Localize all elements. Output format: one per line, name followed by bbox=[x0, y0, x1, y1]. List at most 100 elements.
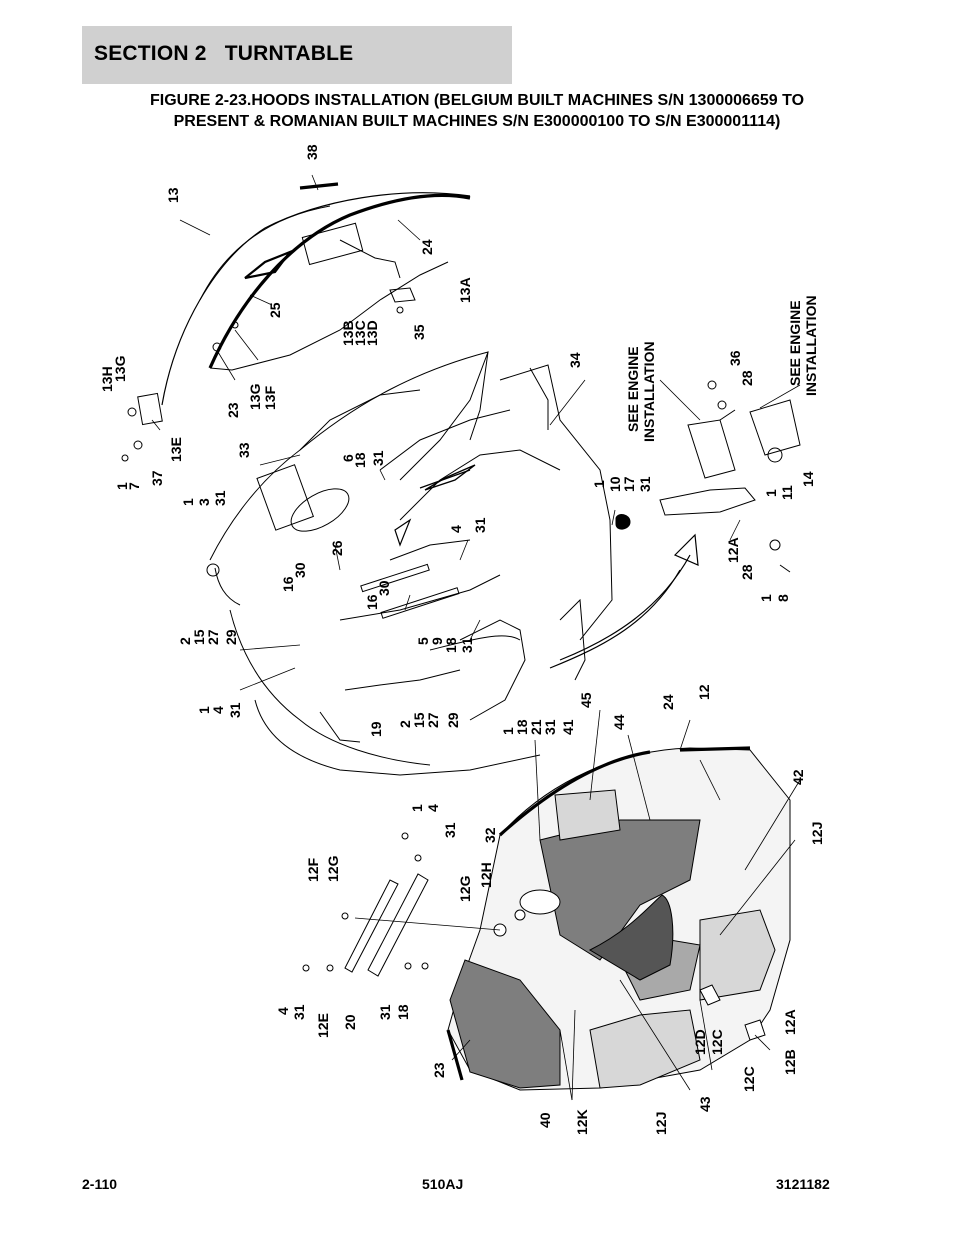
callout-4: 4 bbox=[448, 525, 464, 533]
callout-18-c: 18 bbox=[514, 719, 530, 735]
callout-11: 11 bbox=[779, 485, 795, 500]
callout-14: 14 bbox=[800, 471, 816, 487]
callout-15-b: 15 bbox=[411, 712, 427, 728]
callout-12a: 12A bbox=[725, 537, 741, 563]
callout-12k: 12K bbox=[574, 1109, 590, 1135]
see-engine-left-line2: INSTALLATION bbox=[641, 341, 657, 442]
callout-31-e: 31 bbox=[227, 702, 243, 718]
callout-41: 41 bbox=[560, 719, 576, 735]
callout-31-i: 31 bbox=[291, 1004, 307, 1020]
callout-8: 8 bbox=[775, 594, 791, 602]
callout-31-c: 31 bbox=[472, 517, 488, 533]
callout-36: 36 bbox=[727, 350, 743, 366]
callout-1: 1 bbox=[114, 482, 130, 490]
callout-12h: 12H bbox=[478, 862, 494, 888]
callout-34: 34 bbox=[567, 352, 583, 368]
model-name: 510AJ bbox=[422, 1176, 464, 1192]
callout-4-c: 4 bbox=[425, 804, 441, 812]
callout-13g-b: 13G bbox=[247, 383, 263, 410]
callout-12g-b: 12G bbox=[457, 875, 473, 902]
document-number: 3121182 bbox=[776, 1176, 830, 1192]
section-header: SECTION 2 TURNTABLE bbox=[82, 26, 512, 84]
callout-13c: 13C bbox=[352, 320, 368, 346]
callout-43: 43 bbox=[697, 1096, 713, 1112]
callout-27-b: 27 bbox=[425, 712, 441, 728]
callout-31-h: 31 bbox=[442, 822, 458, 838]
callout-33: 33 bbox=[236, 442, 252, 458]
callout-12e: 12E bbox=[315, 1013, 331, 1038]
callout-5: 5 bbox=[415, 637, 431, 645]
callout-45: 45 bbox=[578, 692, 594, 708]
lower-hood bbox=[447, 747, 791, 1091]
page-number: 2-110 bbox=[82, 1176, 118, 1192]
callout-13f: 13F bbox=[262, 385, 278, 410]
callout-13: 13 bbox=[165, 187, 181, 203]
callout-12a-b: 12A bbox=[782, 1009, 798, 1035]
callout-30: 30 bbox=[292, 562, 308, 578]
callout-28: 28 bbox=[739, 370, 755, 386]
lower-hood-edges bbox=[446, 746, 751, 1081]
callout-4-d: 4 bbox=[275, 1007, 291, 1015]
callout-23: 23 bbox=[225, 402, 241, 418]
callout-42: 42 bbox=[790, 769, 806, 785]
direction-arrow bbox=[549, 533, 699, 669]
callout-13e: 13E bbox=[168, 437, 184, 462]
callout-30-b: 30 bbox=[376, 580, 392, 596]
callout-19: 19 bbox=[368, 721, 384, 737]
callout-12j-b: 12J bbox=[653, 1112, 669, 1135]
callout-13d: 13D bbox=[364, 320, 380, 346]
callout-15: 15 bbox=[191, 629, 207, 645]
callout-31-g: 31 bbox=[637, 476, 653, 492]
callout-1-f: 1 bbox=[763, 489, 779, 497]
callout-40: 40 bbox=[537, 1112, 553, 1128]
callout-32: 32 bbox=[482, 827, 498, 843]
upper-hardware bbox=[121, 287, 416, 462]
callout-6: 6 bbox=[340, 454, 356, 462]
turntable-frame bbox=[206, 351, 631, 776]
callout-12: 12 bbox=[696, 684, 712, 700]
callout-20: 20 bbox=[342, 1014, 358, 1030]
callout-18: 18 bbox=[352, 452, 368, 468]
right-hardware bbox=[659, 380, 801, 573]
callout-28-b: 28 bbox=[739, 564, 755, 580]
callout-29: 29 bbox=[223, 629, 239, 645]
callout-31-d: 31 bbox=[459, 637, 475, 653]
callout-1-d: 1 bbox=[500, 727, 516, 735]
callout-12j: 12J bbox=[809, 822, 825, 845]
callout-29-b: 29 bbox=[445, 712, 461, 728]
callout-24-b: 24 bbox=[660, 694, 676, 710]
see-engine-right-line1: SEE ENGINE bbox=[787, 300, 803, 386]
section-title: SECTION 2 TURNTABLE bbox=[94, 42, 354, 65]
callout-26: 26 bbox=[329, 540, 345, 556]
callout-44: 44 bbox=[611, 714, 627, 730]
callout-3: 3 bbox=[196, 498, 212, 506]
callout-12b: 12B bbox=[782, 1049, 798, 1075]
callout-12d: 12D bbox=[692, 1029, 708, 1055]
callout-2-b: 2 bbox=[397, 720, 413, 728]
callout-31-f: 31 bbox=[542, 719, 558, 735]
callout-9: 9 bbox=[429, 637, 445, 645]
callout-17: 17 bbox=[621, 476, 637, 492]
callout-13a: 13A bbox=[457, 277, 473, 303]
callout-7: 7 bbox=[126, 482, 142, 490]
callout-23-b: 23 bbox=[431, 1062, 447, 1078]
callout-1-e: 1 bbox=[591, 480, 607, 488]
callout-12f: 12F bbox=[305, 857, 321, 882]
callout-38: 38 bbox=[304, 144, 320, 160]
callout-31: 31 bbox=[370, 450, 386, 466]
callout-31-b: 31 bbox=[212, 490, 228, 506]
see-engine-left-line1: SEE ENGINE bbox=[625, 346, 641, 432]
callout-31-j: 31 bbox=[377, 1004, 393, 1020]
callout-4-b: 4 bbox=[210, 706, 226, 714]
figure-title-line-2: PRESENT & ROMANIAN BUILT MACHINES S/N E3… bbox=[173, 113, 781, 130]
callout-18-b: 18 bbox=[443, 637, 459, 653]
callout-16-b: 16 bbox=[364, 594, 380, 610]
callout-12c-b: 12C bbox=[741, 1066, 757, 1092]
callout-1-h: 1 bbox=[409, 804, 425, 812]
callout-21: 21 bbox=[528, 719, 544, 735]
callout-labels: 38 13 24 13A 25 13B 13C 13D 35 13H 13G 2… bbox=[99, 144, 825, 1135]
callout-35: 35 bbox=[411, 324, 427, 340]
callout-2: 2 bbox=[177, 637, 193, 645]
callout-37: 37 bbox=[149, 470, 165, 486]
